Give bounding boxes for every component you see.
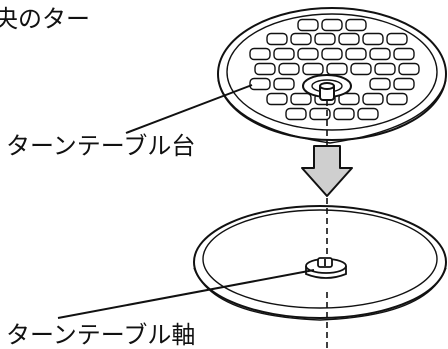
grid-cell: [350, 62, 372, 76]
turntable-support: [217, 7, 447, 144]
support-outer-rim: [217, 7, 447, 141]
grid-cell: [321, 18, 343, 32]
grid-cell: [249, 77, 271, 91]
grid-cell: [278, 62, 300, 76]
support-inner-rim: [226, 13, 438, 131]
grid-cell: [369, 77, 391, 91]
grid-cell: [321, 47, 343, 61]
grid-cell: [266, 92, 288, 106]
grid-cell: [338, 92, 360, 106]
grid-cell: [326, 62, 348, 76]
grid-cell: [386, 32, 408, 46]
grid-cell: [249, 47, 271, 61]
grid-cell: [338, 32, 360, 46]
down-arrow-icon: [301, 145, 353, 197]
grid-cell: [285, 107, 307, 121]
grid-cell: [345, 18, 367, 32]
turntable-plate: [193, 205, 447, 321]
grid-cell: [333, 107, 355, 121]
caption-top-fragment: 央のター: [0, 5, 90, 33]
grid-cell: [345, 47, 367, 61]
plate-inner-rim: [202, 209, 438, 309]
leader-line-turntable-shaft: [57, 269, 315, 319]
turntable-shaft: [305, 257, 347, 279]
grid-cell: [374, 62, 396, 76]
grid-cell: [386, 92, 408, 106]
label-turntable-base: ターンテーブル台: [6, 132, 195, 160]
label-turntable-shaft: ターンテーブル軸: [6, 321, 195, 349]
grid-cell: [273, 47, 295, 61]
grid-cell: [357, 107, 379, 121]
grid-cell: [398, 62, 420, 76]
grid-cell: [254, 62, 276, 76]
support-lower-edge: [217, 79, 447, 144]
grid-cell: [309, 107, 331, 121]
support-grid: [249, 18, 420, 121]
center-post-top: [319, 82, 335, 90]
grid-cell: [369, 47, 391, 61]
grid-cell: [302, 62, 324, 76]
grid-cell: [362, 92, 384, 106]
leader-line-turntable-base: [125, 84, 253, 134]
grid-cell: [273, 77, 295, 91]
grid-cell: [297, 18, 319, 32]
grid-cell: [290, 32, 312, 46]
grid-cell: [393, 47, 415, 61]
plate-outer-rim: [193, 205, 447, 319]
grid-cell: [393, 77, 415, 91]
grid-cell: [362, 32, 384, 46]
grid-cell: [290, 92, 312, 106]
grid-cell: [297, 47, 319, 61]
grid-cell: [266, 32, 288, 46]
plate-lower-edge: [193, 267, 447, 321]
grid-cell: [314, 32, 336, 46]
